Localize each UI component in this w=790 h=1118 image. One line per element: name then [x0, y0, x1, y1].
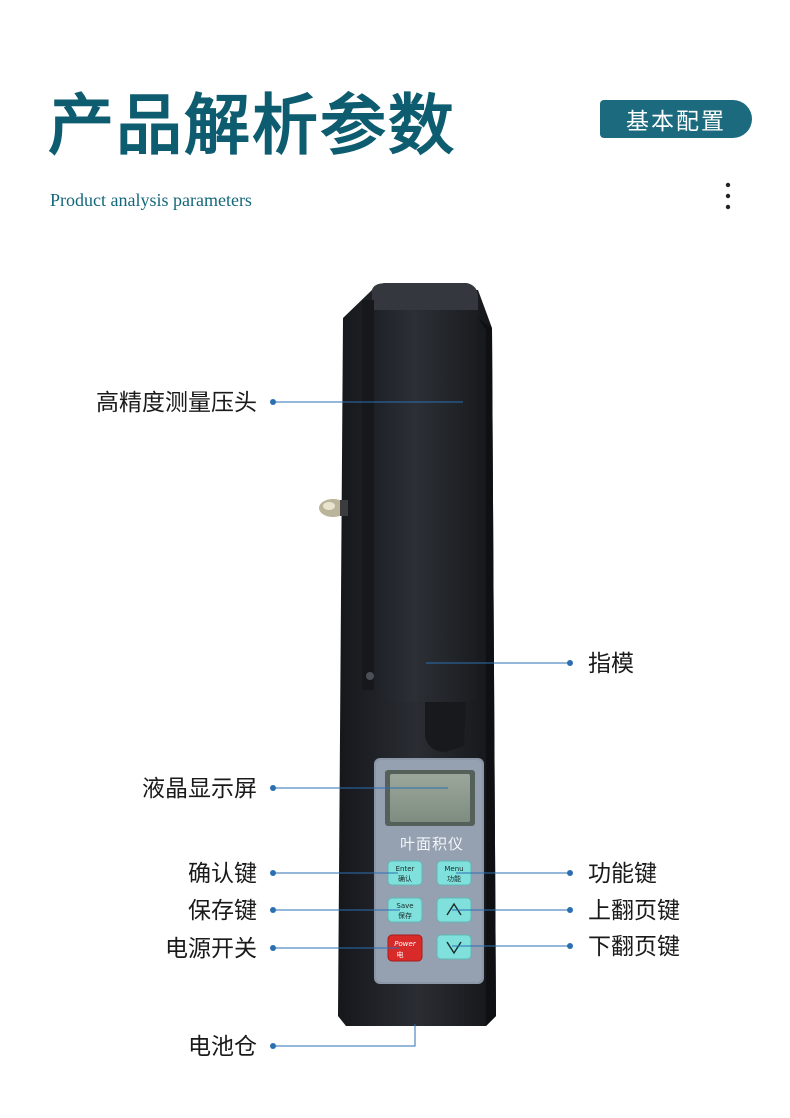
svg-text:Power: Power [394, 940, 417, 948]
menu-key[interactable]: Menu 功能 [436, 860, 472, 886]
svg-text:保存: 保存 [398, 911, 412, 920]
svg-text:电: 电 [397, 950, 404, 959]
page-subtitle: Product analysis parameters [50, 190, 252, 210]
side-knob [319, 499, 348, 517]
page-down-key[interactable] [436, 934, 472, 960]
caret-up-icon [446, 902, 462, 916]
callout-power-switch: 电源开关 [165, 936, 257, 962]
callout-page-down-key: 下翻页键 [588, 934, 680, 960]
callout-probe: 高精度测量压头 [96, 390, 257, 416]
lcd-screen [385, 770, 475, 826]
more-icon [725, 182, 731, 210]
callout-page-up-key: 上翻页键 [588, 898, 680, 924]
svg-text:确认: 确认 [398, 874, 412, 883]
svg-text:功能: 功能 [447, 874, 461, 883]
svg-text:Enter: Enter [396, 865, 415, 873]
leader-dots [270, 399, 573, 1049]
device-name: 叶面积仪 [400, 835, 464, 853]
basic-config-badge: 基本配置 [600, 100, 752, 138]
probe-lid [362, 283, 478, 752]
callout-save-key: 保存键 [188, 898, 257, 924]
svg-text:Menu: Menu [444, 865, 463, 873]
callout-battery: 电池仓 [188, 1034, 257, 1060]
callout-lcd: 液晶显示屏 [142, 776, 257, 802]
callout-function-key: 功能键 [588, 861, 657, 887]
page-title: 产品解析参数 [48, 86, 456, 164]
svg-text:Save: Save [396, 902, 413, 910]
callout-confirm-key: 确认键 [188, 861, 257, 887]
enter-key[interactable]: Enter 确认 [387, 860, 423, 886]
callout-finger-mold: 指模 [588, 651, 634, 677]
leader-lines [273, 401, 570, 1047]
